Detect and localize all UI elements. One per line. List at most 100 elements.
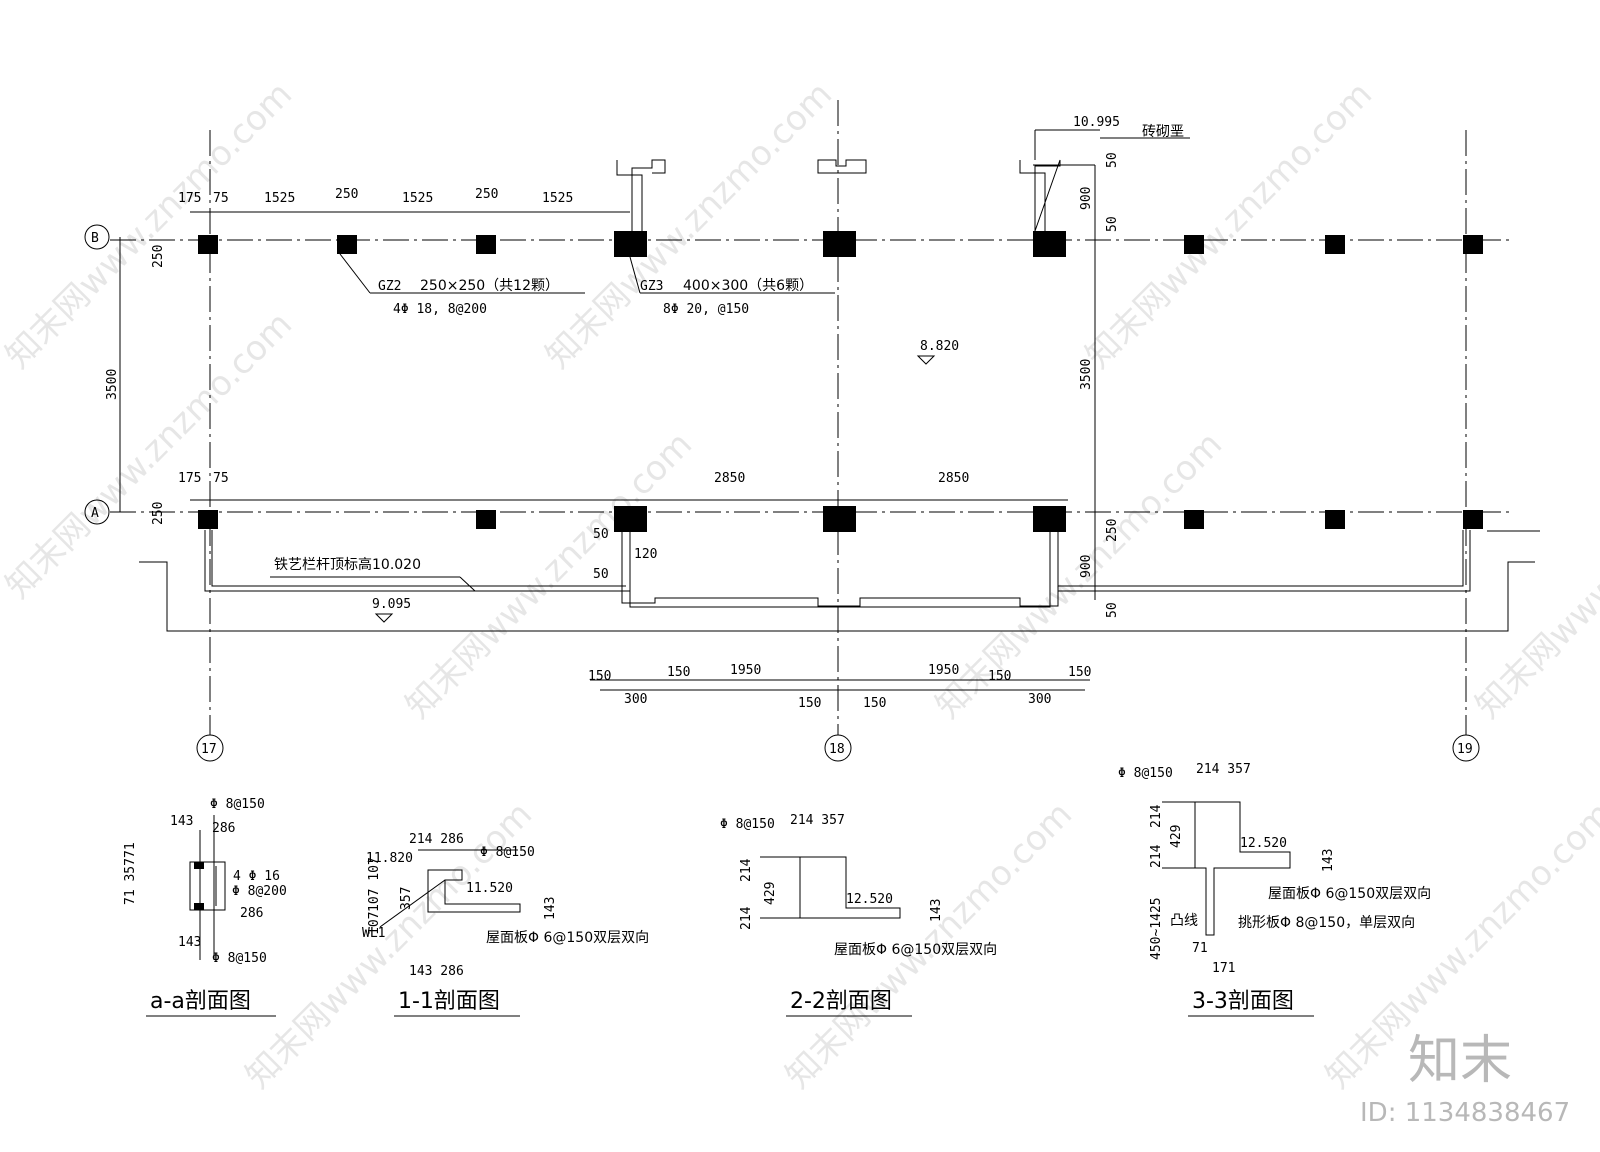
svg-text:214: 214: [1149, 844, 1164, 868]
gz2-label: GZ2: [378, 279, 401, 294]
dimension-lines: [119, 129, 1190, 691]
svg-text:429: 429: [1169, 825, 1184, 848]
brick-label: 砖砌垩: [1142, 124, 1184, 140]
watermark-text: 知末网www.znzmo.com: [1468, 424, 1600, 726]
svg-text:11.820: 11.820: [366, 851, 413, 866]
section-11: 214 286 11.820 Φ 8@150 107 107 357 11.52…: [362, 832, 649, 1017]
dim-text: 50: [593, 567, 609, 582]
svg-text:286: 286: [240, 906, 263, 921]
dim-text: 150: [667, 665, 690, 680]
dim-text: 150: [863, 696, 886, 711]
gz3-size: 400×300（共6颗）: [683, 278, 813, 294]
svg-text:143: 143: [170, 814, 193, 829]
svg-text:4 Φ 16: 4 Φ 16: [233, 869, 280, 884]
columns-row-a: [198, 506, 1483, 532]
gz3-rebar: 8Φ 20, @150: [663, 302, 749, 317]
svg-text:214 357: 214 357: [790, 813, 845, 828]
section-22: Φ 8@150 214 357 214 429 12.520 214 143 屋…: [720, 813, 997, 1017]
svg-text:143: 143: [178, 935, 201, 950]
gz2-size: 250×250（共12颗）: [420, 278, 559, 294]
axis-label-17: 17: [201, 742, 217, 757]
svg-text:107: 107: [367, 912, 382, 935]
dim-text: 120: [634, 547, 657, 562]
dim-text: 150: [1068, 665, 1091, 680]
svg-text:107 107: 107 107: [367, 857, 382, 912]
svg-text:214: 214: [1149, 804, 1164, 828]
watermark-text: 知末网www.znzmo.com: [1078, 74, 1380, 376]
dim-text: 75: [213, 471, 229, 486]
watermark-layer: 知末网www.znzmo.com 知末网www.znzmo.com 知末网www…: [0, 74, 1600, 1096]
axis-label-a: A: [91, 506, 99, 521]
svg-text:11.520: 11.520: [466, 881, 513, 896]
dim-text: 2850: [714, 471, 745, 486]
svg-text:Φ 8@150: Φ 8@150: [720, 817, 775, 832]
gz3-label: GZ3: [640, 279, 663, 294]
svg-text:143: 143: [1321, 849, 1336, 872]
axis-label-18: 18: [829, 742, 845, 757]
watermark-text: 知末网www.znzmo.com: [538, 74, 840, 376]
svg-text:143: 143: [929, 899, 944, 922]
svg-text:12.520: 12.520: [846, 892, 893, 907]
svg-text:214 286: 214 286: [409, 832, 464, 847]
section-33: Φ 8@150 214 357 214 429 214 12.520 143 屋…: [1118, 762, 1431, 1017]
svg-text:屋面板Φ 6@150双层双向: 屋面板Φ 6@150双层双向: [834, 942, 997, 958]
elevation-10995: 10.995: [1073, 115, 1120, 130]
dim-text: 50: [593, 527, 609, 542]
svg-text:450~1425: 450~1425: [1149, 897, 1164, 960]
railing-outline: [139, 530, 1540, 632]
dim-text: 1525: [264, 191, 295, 206]
svg-text:Φ 8@150: Φ 8@150: [480, 845, 535, 860]
dim-text: 1525: [542, 191, 573, 206]
section-11-title: 1-1剖面图: [398, 989, 500, 1014]
dim-text: 50: [1105, 216, 1120, 232]
svg-text:屋面板Φ 6@150双层双向: 屋面板Φ 6@150双层双向: [486, 930, 649, 946]
dim-text: 2850: [938, 471, 969, 486]
svg-text:Φ 8@150: Φ 8@150: [210, 797, 265, 812]
dim-text: 250: [1105, 519, 1120, 542]
dim-text: 75: [213, 191, 229, 206]
svg-text:Φ 8@200: Φ 8@200: [232, 884, 287, 899]
gz2-rebar: 4Φ 18, 8@200: [393, 302, 487, 317]
svg-text:Φ 8@150: Φ 8@150: [212, 951, 267, 966]
plan-texts: 175 75 1525 250 1525 250 1525 175 75 285…: [105, 115, 1184, 711]
dim-text: 300: [1028, 692, 1051, 707]
axis-label-b: B: [91, 231, 99, 246]
dim-text: 250: [151, 502, 166, 525]
section-aa-title: a-a剖面图: [150, 989, 251, 1014]
dim-text: 250: [475, 187, 498, 202]
dim-text: 250: [151, 245, 166, 268]
dim-text: 1950: [928, 663, 959, 678]
svg-text:屋面板Φ 6@150双层双向: 屋面板Φ 6@150双层双向: [1268, 886, 1431, 902]
brand-logo-text: 知末: [1408, 1031, 1512, 1091]
axis-lines: [110, 100, 1510, 735]
svg-text:214: 214: [739, 858, 754, 882]
svg-text:214 357: 214 357: [1196, 762, 1251, 777]
dim-text: 900: [1079, 555, 1094, 578]
columns-row-b: [198, 231, 1483, 257]
axis-label-19: 19: [1457, 742, 1473, 757]
dim-text: 50: [1105, 602, 1120, 618]
svg-text:286: 286: [212, 821, 235, 836]
dim-text: 150: [798, 696, 821, 711]
svg-text:12.520: 12.520: [1240, 836, 1287, 851]
dim-text: 1525: [402, 191, 433, 206]
dim-text: 175: [178, 471, 201, 486]
image-id: ID: 1134838467: [1360, 1098, 1570, 1128]
svg-text:214: 214: [739, 906, 754, 930]
svg-text:Φ 8@150: Φ 8@150: [1118, 766, 1173, 781]
elevation-mark: [374, 613, 394, 623]
railing-label: 铁艺栏杆顶标高10.020: [274, 556, 421, 573]
elevation-8820: 8.820: [920, 339, 959, 354]
dim-text: 1950: [730, 663, 761, 678]
axis-bubbles: B A 17 18 19: [84, 224, 1480, 762]
section-aa: Φ 8@150 143 286 71 71 357 4 Φ 16 Φ 8@200…: [123, 797, 287, 1017]
dim-text: 3500: [105, 369, 120, 400]
dim-text: 900: [1079, 187, 1094, 210]
svg-text:凸线: 凸线: [1170, 913, 1198, 929]
section-33-title: 3-3剖面图: [1192, 989, 1294, 1014]
svg-text:357: 357: [399, 887, 414, 910]
svg-text:71 357: 71 357: [123, 858, 138, 905]
dim-text: 3500: [1079, 359, 1094, 390]
svg-text:143: 143: [543, 897, 558, 920]
